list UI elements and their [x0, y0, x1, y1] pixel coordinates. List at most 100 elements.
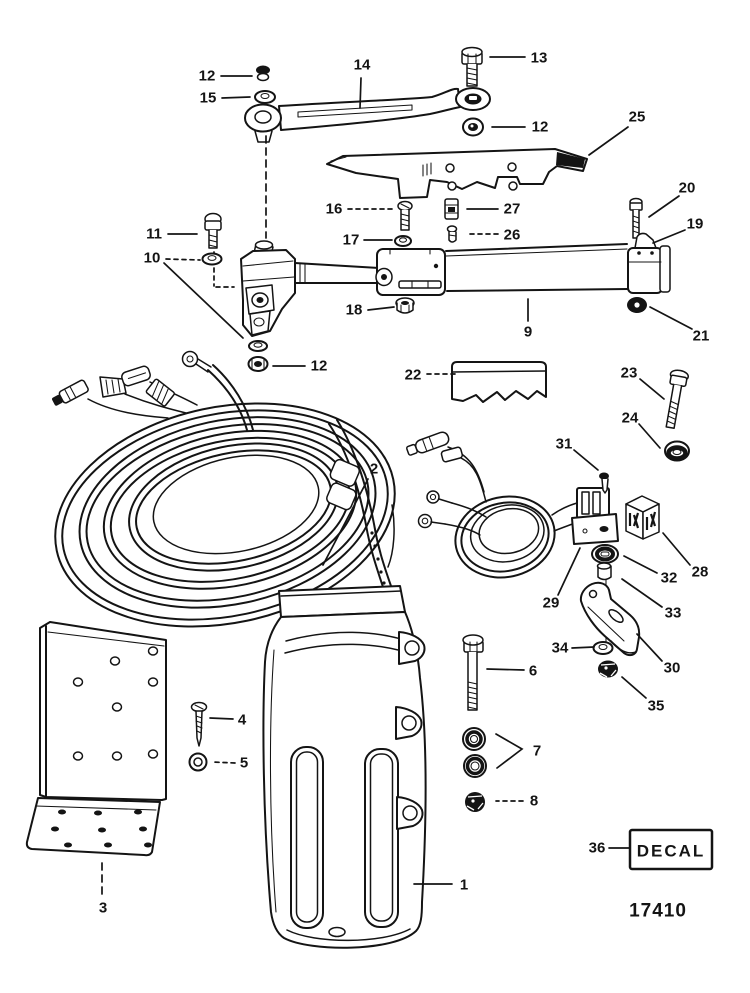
leader-10-a — [165, 258, 201, 261]
washer-34 — [592, 641, 614, 655]
leader-14 — [359, 77, 362, 109]
callout-labels: 12 15 14 13 12 25 16 27 17 26 20 19 11 1… — [99, 50, 710, 917]
callout-6: 6 — [529, 663, 537, 680]
nut-12-bottom — [247, 356, 269, 372]
leader-5 — [211, 761, 236, 764]
screw-26 — [446, 225, 458, 243]
anchor-bracket-30 — [579, 581, 641, 657]
callout-18: 18 — [346, 302, 363, 319]
leader-19 — [652, 229, 686, 244]
callout-22: 22 — [405, 367, 422, 384]
callout-8: 8 — [530, 793, 538, 810]
leader-35 — [621, 676, 647, 699]
leader-23 — [639, 378, 665, 400]
callout-9: 9 — [524, 324, 532, 341]
callout-15: 15 — [200, 90, 217, 107]
transom-bracket-3 — [25, 621, 167, 857]
cover-lug-bottom — [396, 796, 424, 830]
ring-terminal — [181, 350, 212, 373]
swivel-bracket — [240, 240, 296, 337]
callout-13: 13 — [531, 50, 548, 67]
callout-14: 14 — [354, 57, 371, 74]
nut-12-right — [462, 117, 484, 137]
fork-terminal — [121, 365, 151, 387]
cable-band — [326, 458, 361, 511]
callout-33: 33 — [665, 605, 682, 622]
callout-27: 27 — [504, 201, 521, 218]
callout-35: 35 — [648, 698, 665, 715]
bolt-13 — [461, 46, 483, 87]
mounting-bracket-25 — [326, 148, 588, 199]
bolt-20 — [629, 197, 643, 239]
leader-15 — [221, 96, 251, 99]
leader-6 — [486, 668, 525, 671]
callout-20: 20 — [679, 180, 696, 197]
leader-7 — [495, 733, 524, 769]
wiring-harness-group — [406, 431, 660, 678]
nut-21 — [627, 297, 647, 313]
leader-34 — [571, 646, 595, 649]
callout-4: 4 — [238, 712, 247, 729]
cable-sleeve — [145, 378, 175, 407]
leader-lines — [101, 56, 693, 895]
nut-18 — [395, 297, 415, 314]
callout-29: 29 — [543, 595, 560, 612]
callout-17: 17 — [343, 232, 360, 249]
spark-connector — [406, 431, 450, 456]
callout-16: 16 — [326, 201, 343, 218]
washer-7-lower — [463, 754, 487, 778]
callout-12-c: 12 — [311, 358, 328, 375]
callout-30: 30 — [664, 660, 681, 677]
construction-lines — [213, 135, 267, 288]
callout-5: 5 — [240, 755, 248, 772]
bolt-6 — [462, 634, 484, 711]
cover-slot-right — [364, 748, 399, 928]
cover-lug-top — [398, 631, 426, 665]
bolt-11 — [204, 212, 222, 249]
spacer-33 — [596, 562, 612, 581]
leader-31 — [573, 449, 599, 471]
cover-lug-middle — [395, 706, 423, 740]
callout-10: 10 — [144, 250, 161, 267]
callout-11: 11 — [146, 226, 162, 243]
cable-housing-cover-1 — [262, 585, 427, 949]
decal-36: DECAL — [628, 828, 714, 871]
cylinder-tube — [445, 243, 629, 292]
leader-2 — [322, 478, 369, 566]
callout-1: 1 — [460, 877, 468, 894]
leader-4 — [209, 717, 234, 720]
battery-cable-assembly — [52, 350, 396, 628]
callout-32: 32 — [661, 570, 678, 587]
grommet-24 — [664, 440, 690, 462]
washer-under-swivel — [248, 340, 268, 352]
callout-34: 34 — [552, 640, 569, 657]
bullet-connector — [440, 446, 464, 463]
clamp-terminal — [99, 376, 127, 398]
callout-7: 7 — [533, 743, 541, 760]
nut-12-top — [256, 65, 270, 82]
leader-33 — [621, 578, 663, 608]
decal-label: DECAL — [637, 842, 706, 861]
callout-25: 25 — [629, 109, 646, 126]
screw-31 — [599, 472, 609, 494]
callout-24: 24 — [622, 410, 639, 427]
link-arm-14 — [244, 87, 491, 143]
callout-12-b: 12 — [532, 119, 549, 136]
leader-18 — [367, 306, 395, 311]
screw-16 — [397, 200, 413, 231]
callout-2: 2 — [370, 461, 378, 478]
callout-28: 28 — [692, 564, 709, 581]
leader-30 — [636, 633, 663, 662]
washer-15 — [254, 90, 276, 104]
pin-27 — [444, 198, 459, 220]
callout-12-a: 12 — [199, 68, 216, 85]
washer-7-upper — [462, 727, 486, 751]
leader-28 — [662, 532, 691, 566]
steering-actuator-9 — [201, 212, 671, 372]
callout-26: 26 — [504, 227, 521, 244]
cover-slot-left — [290, 746, 324, 929]
bolt-23 — [665, 369, 689, 430]
washer-17 — [394, 235, 412, 247]
